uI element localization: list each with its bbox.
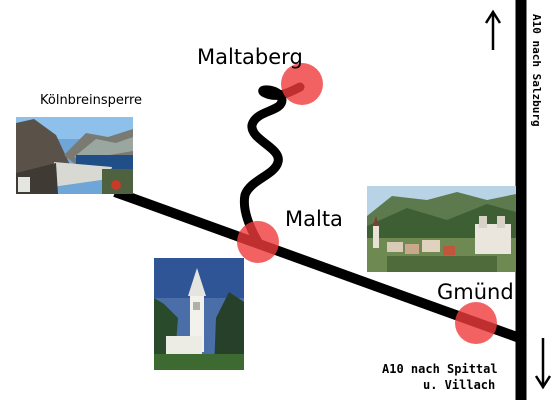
malta-marker[interactable] bbox=[237, 221, 279, 263]
a10-salzburg-label: A10 nach Salzburg bbox=[530, 14, 543, 127]
arrow-up-icon bbox=[484, 9, 502, 50]
gmuend-marker[interactable] bbox=[455, 302, 497, 344]
malta-church-photo[interactable] bbox=[154, 258, 244, 370]
koelnbreinsperre-label: Kölnbreinsperre bbox=[40, 93, 143, 108]
gmuend-town-photo[interactable] bbox=[367, 186, 516, 272]
maltaberg-label: Maltaberg bbox=[197, 45, 303, 69]
arrow-down-icon bbox=[534, 338, 552, 390]
villach-label: u. Villach bbox=[423, 378, 496, 392]
a10-spittal-label: A10 nach Spittal bbox=[382, 362, 498, 376]
malta-label: Malta bbox=[285, 207, 343, 231]
koelnbrein-dam-photo[interactable] bbox=[16, 117, 133, 194]
maltaberg-serpentine-road bbox=[239, 82, 305, 247]
gmuend-label: Gmünd bbox=[437, 280, 514, 304]
maltaberg-marker[interactable] bbox=[281, 63, 323, 105]
